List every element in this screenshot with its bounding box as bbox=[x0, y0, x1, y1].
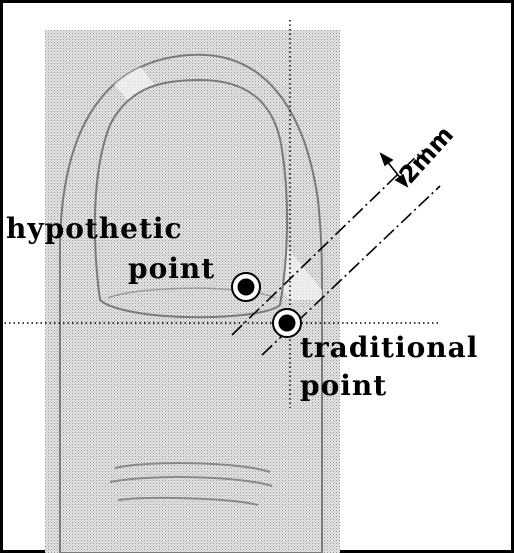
traditional-point bbox=[273, 309, 301, 337]
hypothetic-point bbox=[232, 273, 260, 301]
distance-label: 2mm bbox=[394, 121, 459, 189]
hypothetic-label-line1: hypothetic bbox=[6, 212, 183, 245]
hypothetic-label-line2: point bbox=[128, 252, 215, 285]
traditional-label-line2: point bbox=[300, 369, 387, 402]
traditional-label-line1: traditional bbox=[300, 331, 478, 364]
